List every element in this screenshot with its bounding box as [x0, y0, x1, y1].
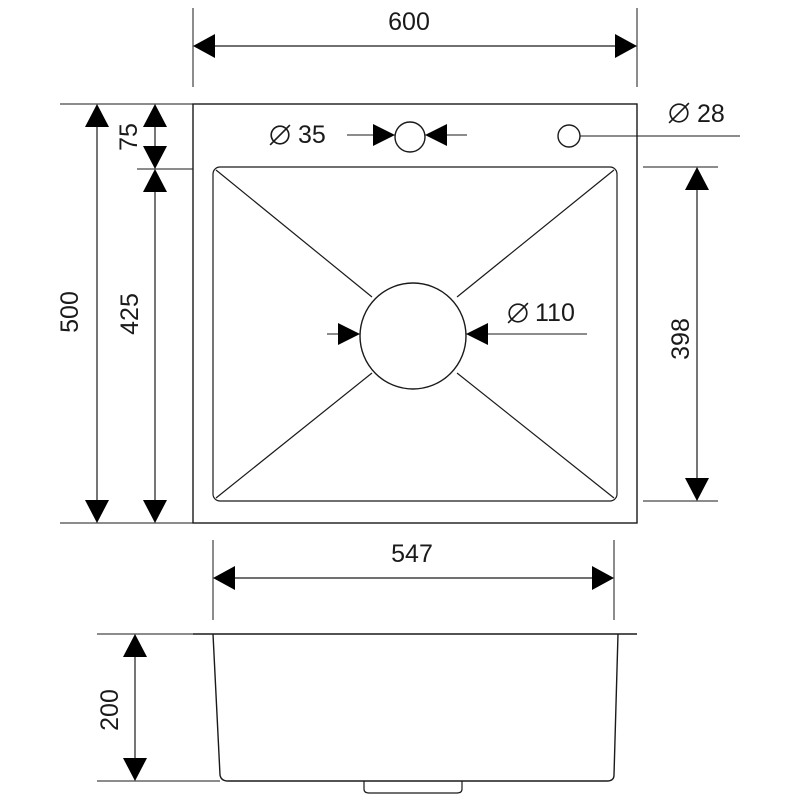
- dimension-label-200: 200: [96, 689, 124, 731]
- arrow-head: [85, 500, 109, 523]
- diameter-icon: [668, 102, 690, 124]
- arrow-head: [143, 169, 167, 192]
- arrow-head: [143, 500, 167, 523]
- bowl-profile: [212, 633, 619, 782]
- dimension-label-75: 75: [115, 123, 143, 151]
- sink-outline: [192, 103, 638, 524]
- dimension-label-110: 110: [535, 299, 575, 327]
- dimension-bowl-length-inner: 398: [643, 166, 718, 502]
- bowl-slope-line: [456, 169, 615, 298]
- arrow-head: [193, 34, 215, 58]
- dimension-bowl-length-outer: 425: [116, 169, 167, 523]
- arrow-head: [615, 34, 637, 58]
- top-view: [192, 103, 638, 524]
- arrow-head: [143, 104, 167, 127]
- arrow-head: [143, 146, 167, 169]
- dimension-overall-width: 600: [192, 8, 638, 87]
- diameter-icon: [269, 124, 291, 146]
- arrow-head: [338, 323, 360, 345]
- arrow-head: [123, 634, 147, 657]
- arrow-head: [373, 124, 395, 146]
- arrow-head: [123, 758, 147, 781]
- bowl-outline: [212, 166, 618, 502]
- dimension-tap-hole: 35: [269, 121, 467, 149]
- arrow-head: [425, 124, 447, 146]
- diameter-icon: [507, 302, 529, 324]
- dimension-label-35: 35: [298, 121, 326, 149]
- tap-hole: [394, 121, 426, 153]
- arrow-head: [213, 566, 235, 590]
- arrow-head: [685, 167, 709, 190]
- bowl-slope-line: [215, 372, 373, 499]
- dimension-label-547: 547: [391, 540, 433, 568]
- arrow-head: [685, 478, 709, 501]
- dimension-accessory-hole: 28: [580, 100, 740, 137]
- arrow-head: [466, 323, 488, 345]
- dimension-drain-hole: 110: [327, 299, 587, 345]
- arrow-head: [85, 104, 109, 127]
- side-view: [193, 633, 637, 794]
- arrow-head: [592, 566, 614, 590]
- dimension-depth: 200: [96, 633, 220, 782]
- bowl-slope-line: [215, 169, 373, 298]
- bowl-slope-line: [456, 372, 615, 499]
- dimension-label-600: 600: [388, 8, 430, 36]
- accessory-hole: [557, 124, 581, 148]
- dimension-label-425: 425: [116, 293, 144, 335]
- dimension-overall-length: 500: [56, 103, 193, 524]
- dimension-label-398: 398: [667, 318, 695, 360]
- dimension-bowl-width: 547: [212, 540, 615, 620]
- drain-outlet: [363, 781, 463, 794]
- dimension-label-28: 28: [697, 100, 725, 128]
- dimension-label-500: 500: [56, 291, 84, 333]
- dimension-back-ledge: 75: [115, 104, 193, 170]
- drain-hole: [359, 282, 467, 390]
